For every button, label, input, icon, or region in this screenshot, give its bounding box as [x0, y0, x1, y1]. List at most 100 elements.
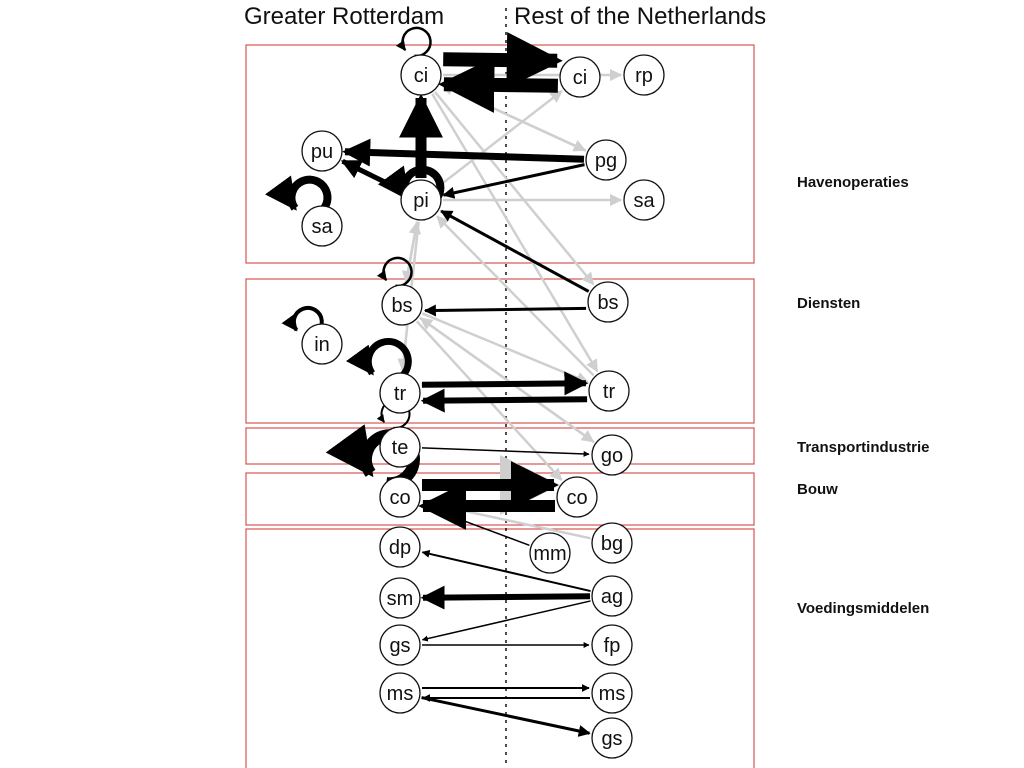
sector-label-voedingsmiddelen: Voedingsmiddelen — [797, 600, 930, 617]
node-circle — [379, 526, 421, 568]
node-label: gs — [389, 635, 410, 657]
node-label: go — [601, 445, 623, 467]
node-circle — [591, 522, 633, 564]
node-label: co — [389, 487, 410, 509]
node-circle — [588, 370, 630, 412]
node-sm-l: sm — [379, 577, 421, 619]
node-label: sm — [387, 588, 414, 610]
header-rest-of-netherlands: Rest of the Netherlands — [514, 3, 767, 30]
node-label: ci — [573, 67, 587, 89]
sector-box-havenoperaties — [245, 44, 755, 264]
edge-pg-r-to-ci-l — [440, 83, 587, 152]
node-label: mm — [533, 543, 566, 565]
sector-label-transportindustrie: Transportindustrie — [797, 439, 930, 456]
edge-bs-l-to-pi-l — [404, 221, 422, 284]
sector-label-havenoperaties: Havenoperaties — [797, 174, 909, 191]
node-ag-r: ag — [591, 575, 633, 617]
node-label: bg — [601, 533, 623, 555]
node-circle — [379, 624, 421, 666]
node-tr-r: tr — [588, 370, 630, 412]
self-loop-bs-l — [376, 256, 413, 288]
node-label: co — [566, 487, 587, 509]
node-circle — [623, 54, 665, 96]
edge-bs-r-to-pi-l — [440, 209, 590, 293]
node-circle — [379, 476, 421, 518]
node-circle — [301, 323, 343, 365]
node-bs-r: bs — [587, 281, 629, 323]
node-label: gs — [601, 728, 622, 750]
node-circle — [400, 54, 442, 96]
node-circle — [556, 476, 598, 518]
node-label: te — [392, 437, 409, 459]
node-ms-r: ms — [591, 672, 633, 714]
edge-pi-l-to-pu-l — [340, 158, 403, 193]
node-circle — [301, 205, 343, 247]
node-gs-r: gs — [591, 717, 633, 759]
edge-ci-l-to-tr-r — [431, 93, 599, 373]
node-bs-l: bs — [381, 284, 423, 326]
node-dp-l: dp — [379, 526, 421, 568]
node-label: bs — [597, 292, 618, 314]
edge-pg-r-to-pu-l — [342, 138, 585, 167]
node-circle — [591, 672, 633, 714]
node-label: pg — [595, 150, 617, 172]
black-edges — [340, 32, 591, 737]
node-circle — [301, 130, 343, 172]
node-circle — [529, 532, 571, 574]
edge-ag-r-to-gs-l — [421, 600, 591, 642]
node-circle — [400, 179, 442, 221]
node-te-l: te — [379, 426, 421, 468]
node-circle — [379, 577, 421, 619]
edge-tr-r-to-tr-l — [420, 388, 588, 413]
node-circle — [379, 372, 421, 414]
node-label: sa — [633, 190, 655, 212]
edge-mm-r-to-co-l — [420, 504, 530, 547]
self-loops — [265, 26, 445, 490]
node-go-r: go — [591, 434, 633, 476]
node-label: pi — [413, 190, 429, 212]
node-label: tr — [394, 383, 407, 405]
node-circle — [623, 179, 665, 221]
node-bg-r: bg — [591, 522, 633, 564]
node-fp-r: fp — [591, 624, 633, 666]
node-circle — [585, 139, 627, 181]
edge-bs-l-to-tr-r — [421, 312, 589, 384]
edge-ci-r-to-ci-l — [438, 56, 558, 113]
sector-box-transportindustrie — [245, 427, 755, 465]
node-ci-r: ci — [559, 56, 601, 98]
sector-box-voedingsmiddelen — [245, 528, 755, 768]
node-pi-l: pi — [400, 179, 442, 221]
edge-ag-r-to-sm-l — [420, 585, 591, 610]
node-circle — [379, 426, 421, 468]
edge-go-r-to-bs-l — [419, 317, 595, 444]
node-label: bs — [391, 295, 412, 317]
node-mm-r: mm — [529, 532, 571, 574]
edge-ag-r-to-dp-l — [421, 549, 591, 593]
node-circle — [379, 672, 421, 714]
node-label: fp — [604, 635, 621, 657]
node-co-r: co — [556, 476, 598, 518]
node-label: pu — [311, 141, 333, 163]
node-label: in — [314, 334, 330, 356]
node-circle — [591, 575, 633, 617]
node-label: tr — [603, 381, 616, 403]
node-ms-l: ms — [379, 672, 421, 714]
node-sa-r: sa — [623, 179, 665, 221]
node-tr-l: tr — [379, 372, 421, 414]
node-in-l: in — [301, 323, 343, 365]
node-circle — [587, 281, 629, 323]
node-gs-l: gs — [379, 624, 421, 666]
node-label: ci — [414, 65, 428, 87]
node-circle — [381, 284, 423, 326]
node-circle — [591, 434, 633, 476]
node-label: sa — [311, 216, 333, 238]
edge-bs-r-to-bs-l — [423, 304, 587, 317]
node-label: ag — [601, 586, 623, 608]
self-loop-ci-l — [395, 26, 432, 58]
edge-ci-l-to-bs-r — [434, 91, 595, 286]
node-rp-r: rp — [623, 54, 665, 96]
header-greater-rotterdam: Greater Rotterdam — [244, 3, 445, 30]
node-circle — [591, 624, 633, 666]
